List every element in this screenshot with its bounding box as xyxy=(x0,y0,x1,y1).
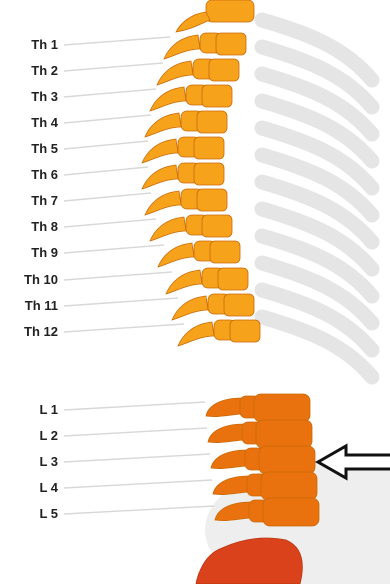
leader-line xyxy=(64,115,151,123)
leader-line xyxy=(64,506,214,514)
vertebra-label: Th 4 xyxy=(0,116,58,130)
vertebra-label: L 3 xyxy=(0,455,58,469)
vertebra xyxy=(142,163,224,189)
vertebra xyxy=(208,420,312,448)
vertebra xyxy=(145,111,227,137)
leader-line xyxy=(64,193,151,201)
leader-line xyxy=(64,298,178,306)
vertebra-label: L 1 xyxy=(0,403,58,417)
vertebra xyxy=(166,268,248,294)
vertebra xyxy=(158,241,240,267)
leader-line xyxy=(64,402,205,410)
leader-line xyxy=(64,272,172,280)
vertebra-label: Th 1 xyxy=(0,38,58,52)
vertebra-label: L 2 xyxy=(0,429,58,443)
vertebra-label: Th 3 xyxy=(0,90,58,104)
leader-line xyxy=(64,324,184,332)
vertebra-label: Th 9 xyxy=(0,246,58,260)
vertebra xyxy=(206,394,310,422)
vertebra-label: Th 8 xyxy=(0,220,58,234)
vertebra xyxy=(145,189,227,215)
leader-line xyxy=(64,167,148,175)
leader-line xyxy=(64,63,163,71)
vertebra xyxy=(211,446,315,474)
vertebra xyxy=(142,137,224,163)
vertebra xyxy=(157,59,239,85)
leader-line xyxy=(64,428,207,436)
vertebra-label: Th 5 xyxy=(0,142,58,156)
vertebra-label: L 4 xyxy=(0,481,58,495)
vertebra-label: Th 6 xyxy=(0,168,58,182)
vertebra-label: L 5 xyxy=(0,507,58,521)
vertebra-partial xyxy=(176,0,254,32)
vertebra xyxy=(178,320,260,346)
vertebra-label: Th 7 xyxy=(0,194,58,208)
leader-line xyxy=(64,454,210,462)
leader-line xyxy=(64,480,212,488)
vertebra-label: Th 12 xyxy=(0,325,58,339)
leader-line xyxy=(64,219,156,227)
leader-line xyxy=(64,37,170,45)
vertebra xyxy=(150,215,232,241)
vertebra-label: Th 2 xyxy=(0,64,58,78)
vertebra xyxy=(150,85,232,111)
vertebra xyxy=(164,33,246,59)
leader-line xyxy=(64,89,156,97)
leader-line xyxy=(64,245,164,253)
vertebra-label: Th 11 xyxy=(0,299,58,313)
vertebra-label: Th 10 xyxy=(0,273,58,287)
vertebra xyxy=(172,294,254,320)
leader-line xyxy=(64,141,148,149)
